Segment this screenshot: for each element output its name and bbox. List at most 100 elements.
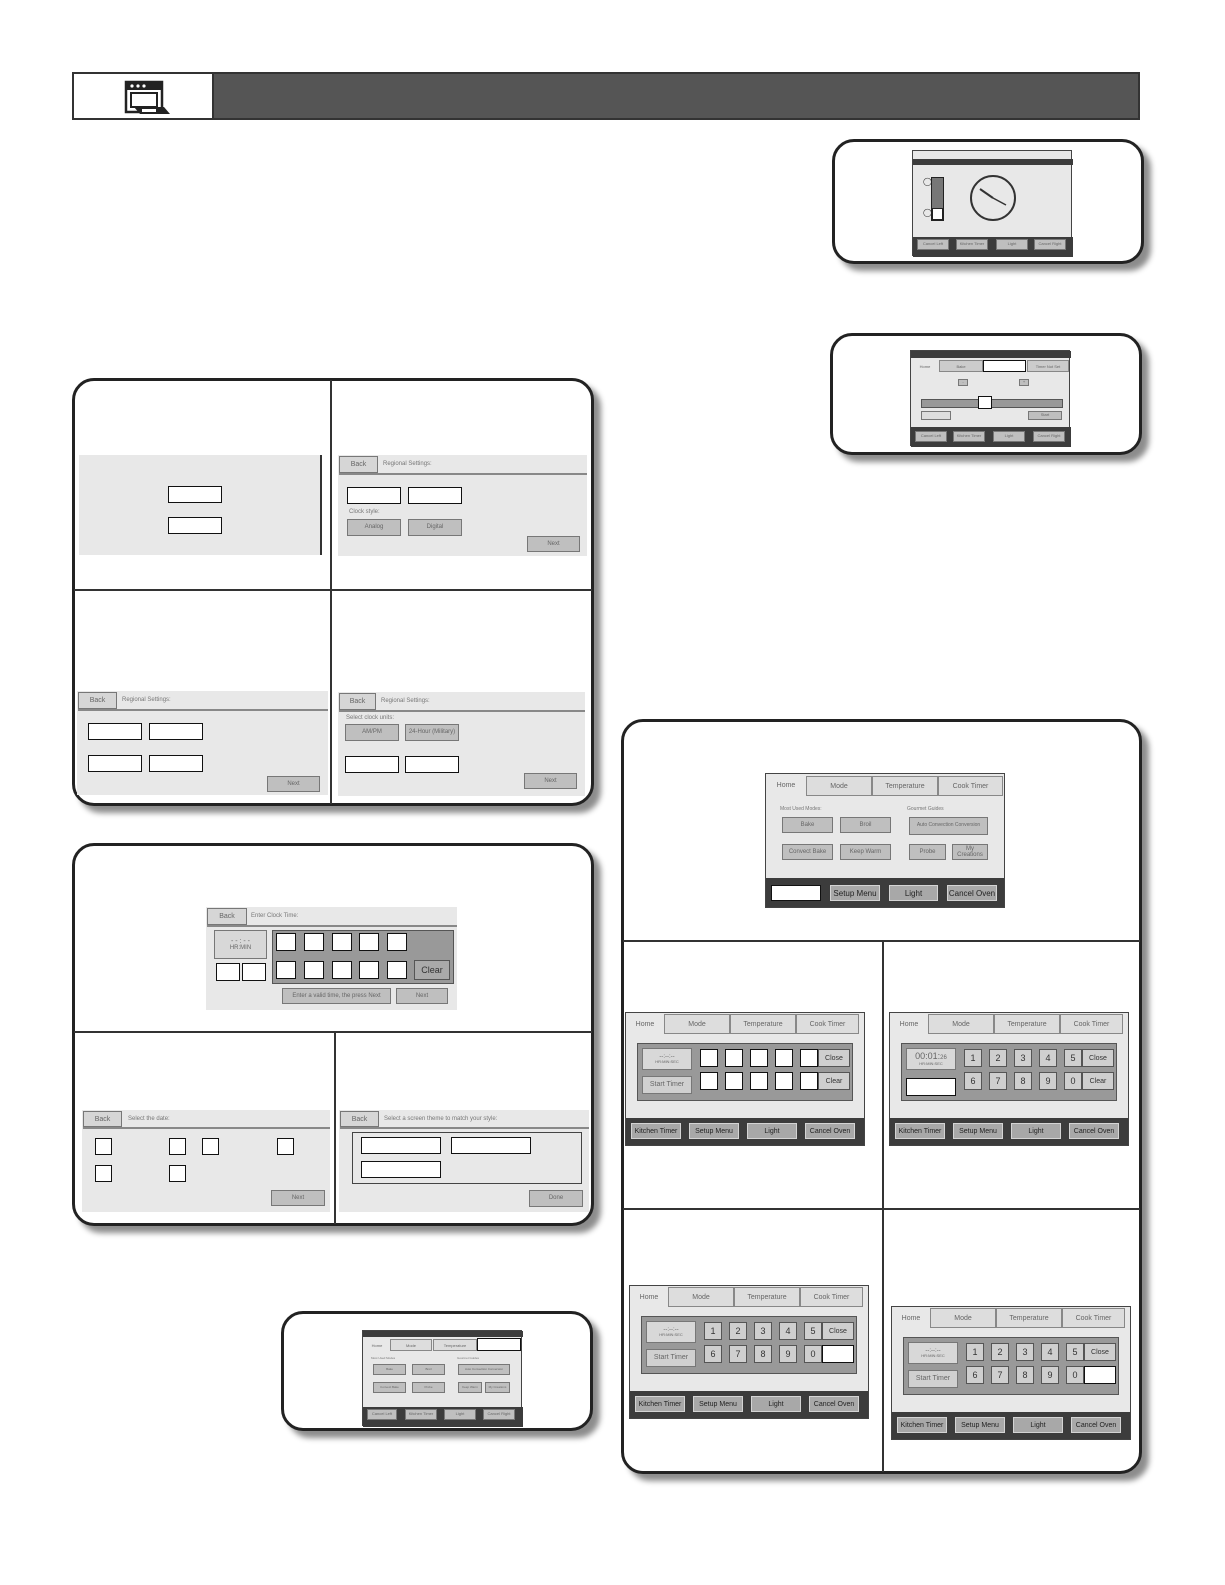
digital-button[interactable]: Digital <box>408 519 462 536</box>
keypad-key[interactable] <box>700 1049 718 1067</box>
keypad-key[interactable] <box>750 1072 768 1090</box>
guide-button[interactable]: My Creations <box>485 1382 510 1393</box>
option-box[interactable] <box>408 487 462 504</box>
start-timer-field[interactable] <box>906 1078 956 1096</box>
slider-track[interactable] <box>921 399 1063 408</box>
keypad-key[interactable]: 1 <box>704 1322 722 1340</box>
keypad-key[interactable] <box>304 961 324 979</box>
keypad-key[interactable]: 7 <box>991 1366 1009 1384</box>
my-creations-button[interactable]: My Creations <box>952 844 988 860</box>
tab-temperature[interactable]: Temperature <box>872 776 938 796</box>
cook-timer-field[interactable] <box>477 1338 521 1351</box>
24-hour-button[interactable]: 24-Hour (Military) <box>405 724 459 741</box>
option-box[interactable] <box>149 723 203 740</box>
setup-menu-button[interactable]: Setup Menu <box>693 1396 743 1412</box>
keypad-key[interactable]: 8 <box>1016 1366 1034 1384</box>
keypad-key[interactable] <box>387 933 407 951</box>
light-button[interactable]: Light <box>747 1123 797 1139</box>
keypad-key[interactable]: 2 <box>991 1343 1009 1361</box>
keypad-key[interactable] <box>700 1072 718 1090</box>
close-button[interactable]: Close <box>1084 1343 1116 1361</box>
keypad-key[interactable] <box>276 933 296 951</box>
keypad-key[interactable]: 1 <box>964 1049 982 1067</box>
cancel-oven-button[interactable]: Cancel Oven <box>809 1396 859 1412</box>
keypad-key[interactable] <box>332 961 352 979</box>
setup-menu-button[interactable]: Setup Menu <box>953 1123 1003 1139</box>
start-timer-button[interactable]: Start Timer <box>642 1076 692 1094</box>
keypad-key[interactable] <box>725 1072 743 1090</box>
keypad-key[interactable]: 5 <box>1066 1343 1084 1361</box>
keypad-key[interactable]: 2 <box>989 1049 1007 1067</box>
tab-cook-timer[interactable]: Cook Timer <box>1062 1308 1125 1328</box>
clear-button[interactable]: Clear <box>1082 1072 1114 1090</box>
tab-home[interactable]: Home <box>899 1020 919 1028</box>
cancel-oven-button[interactable]: Cancel Oven <box>1069 1123 1119 1139</box>
broil-button[interactable]: Broil <box>840 817 891 833</box>
tab-mode[interactable]: Mode <box>806 776 872 796</box>
keypad-key[interactable] <box>725 1049 743 1067</box>
convect-bake-button[interactable]: Convect Bake <box>782 844 833 860</box>
keypad-key[interactable]: 1 <box>966 1343 984 1361</box>
temperature-field[interactable] <box>983 360 1026 372</box>
tab-mode[interactable]: Mode <box>664 1014 730 1034</box>
back-button[interactable]: Back <box>340 1111 379 1127</box>
keypad-key[interactable]: 5 <box>1064 1049 1082 1067</box>
light-button[interactable]: Light <box>751 1396 801 1412</box>
setup-menu-button[interactable]: Setup Menu <box>830 885 880 901</box>
kitchen-timer-button[interactable]: Kitchen Timer <box>631 1123 681 1139</box>
keypad-key[interactable] <box>800 1049 818 1067</box>
tab-timer-not-set[interactable]: Timer Not Set <box>1027 360 1069 372</box>
analog-button[interactable]: Analog <box>347 519 401 536</box>
next-button[interactable]: Next <box>524 773 577 789</box>
clear-button[interactable] <box>822 1345 854 1363</box>
tab-cook-timer[interactable]: Cook Timer <box>938 776 1003 796</box>
keypad-key[interactable]: 5 <box>804 1322 822 1340</box>
option-box[interactable] <box>88 723 142 740</box>
clear-button[interactable]: Clear <box>414 960 450 980</box>
increase-button[interactable]: + <box>1019 379 1029 386</box>
option-box[interactable] <box>88 755 142 772</box>
light-button[interactable]: Light <box>1013 1417 1063 1433</box>
date-field[interactable] <box>202 1138 219 1155</box>
theme-option[interactable] <box>451 1137 531 1154</box>
kitchen-timer-button[interactable]: Kitchen Timer <box>635 1396 685 1412</box>
clear-button[interactable] <box>1084 1366 1116 1384</box>
option-box[interactable] <box>168 517 222 534</box>
setup-menu-button[interactable]: Setup Menu <box>689 1123 739 1139</box>
tab-mode[interactable]: Mode <box>928 1014 994 1034</box>
keypad-key[interactable]: 3 <box>754 1322 772 1340</box>
kitchen-timer-field[interactable] <box>771 885 821 901</box>
date-field[interactable] <box>95 1165 112 1182</box>
auto-convection-button[interactable]: Auto Convection Conversion <box>909 817 988 835</box>
clear-button[interactable]: Clear <box>818 1072 850 1090</box>
date-field[interactable] <box>169 1138 186 1155</box>
start-timer-button[interactable]: Start Timer <box>908 1370 958 1388</box>
light-button[interactable]: Light <box>889 885 938 901</box>
date-field[interactable] <box>169 1165 186 1182</box>
keypad-key[interactable]: 9 <box>1041 1366 1059 1384</box>
close-button[interactable]: Close <box>822 1322 854 1340</box>
keypad-key[interactable]: 9 <box>779 1345 797 1363</box>
close-button[interactable]: Close <box>818 1049 850 1067</box>
mode-button[interactable]: Broil <box>412 1364 445 1375</box>
option-box[interactable] <box>405 756 459 773</box>
setup-menu-button[interactable]: Setup Menu <box>955 1417 1005 1433</box>
keep-warm-button[interactable]: Keep Warm <box>840 844 891 860</box>
keypad-key[interactable] <box>800 1072 818 1090</box>
keypad-key[interactable]: 3 <box>1016 1343 1034 1361</box>
keypad-key[interactable]: 3 <box>1014 1049 1032 1067</box>
tab-home[interactable]: Home <box>919 363 931 369</box>
cancel-oven-button[interactable]: Cancel Oven <box>805 1123 855 1139</box>
cancel-left-button[interactable]: Cancel Left <box>917 239 949 250</box>
tab-home[interactable]: Home <box>639 1293 659 1301</box>
back-button[interactable]: Back <box>339 456 378 473</box>
cancel-right-button[interactable]: Cancel Right <box>1034 239 1066 250</box>
close-button[interactable]: Close <box>1082 1049 1114 1067</box>
mode-button[interactable]: Convect Bake <box>373 1382 406 1393</box>
keypad-key[interactable]: 9 <box>1039 1072 1057 1090</box>
tab-temperature[interactable]: Temperature <box>734 1287 800 1307</box>
tab-bake[interactable]: Bake <box>939 360 983 372</box>
next-button[interactable]: Next <box>396 988 448 1004</box>
date-field[interactable] <box>277 1138 294 1155</box>
cancel-left-button[interactable]: Cancel Left <box>367 1409 397 1420</box>
